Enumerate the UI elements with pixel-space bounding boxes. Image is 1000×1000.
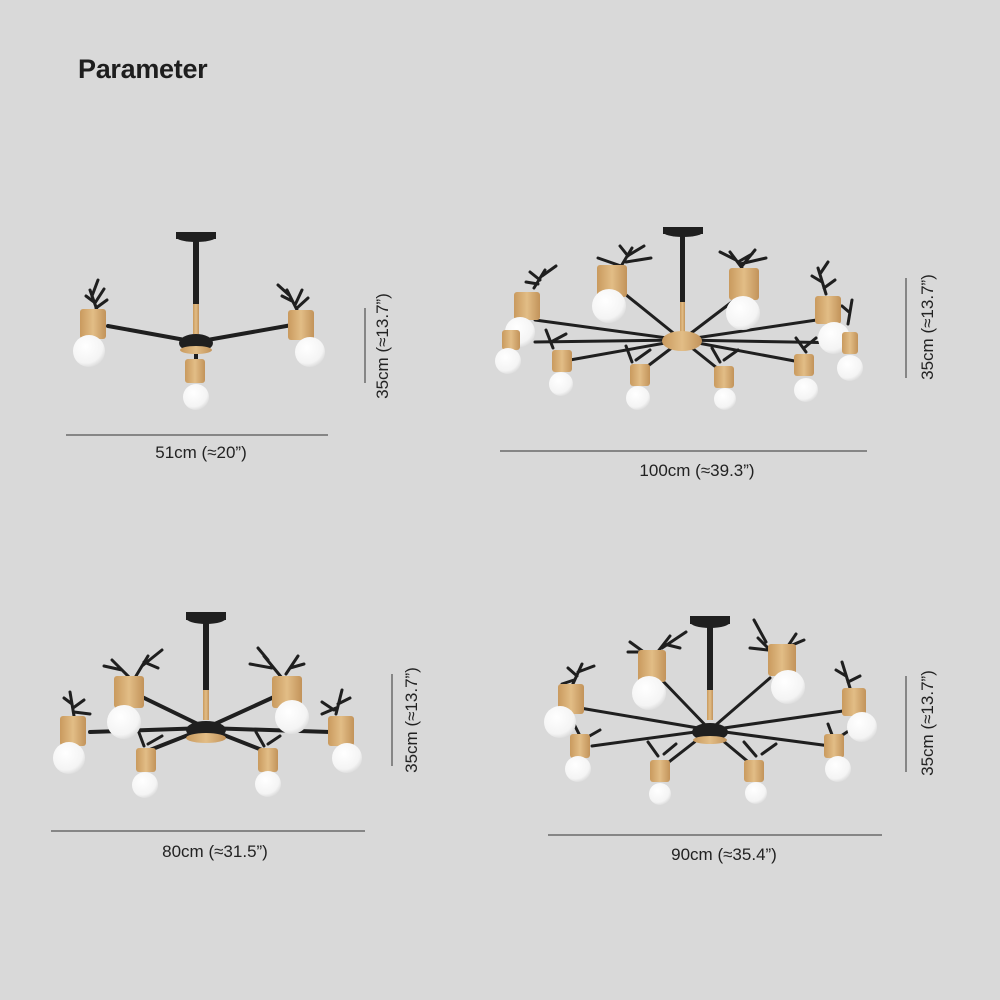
down-rod	[193, 238, 199, 304]
antlers	[62, 646, 352, 748]
lamp-right	[288, 310, 325, 367]
antler-left	[84, 278, 109, 312]
page-title: Parameter	[78, 54, 208, 84]
wood-rod-section	[203, 690, 209, 720]
antlers	[524, 244, 854, 364]
width-label-3: 80cm (≈31.5”)	[162, 842, 268, 861]
width-label-1: 51cm (≈20”)	[155, 443, 247, 462]
lamps	[544, 644, 877, 805]
dimension-lines	[51, 278, 907, 836]
down-rod	[680, 234, 685, 302]
width-label-4: 90cm (≈35.4”)	[671, 845, 777, 864]
center-hub	[662, 331, 702, 351]
arms	[578, 676, 852, 767]
down-rod	[203, 620, 209, 690]
height-label-4: 35cm (≈13.7”)	[918, 670, 937, 776]
lamp-center	[183, 359, 209, 410]
height-label-2: 35cm (≈13.7”)	[918, 274, 937, 380]
chandelier-6-light	[53, 612, 362, 798]
height-label-1: 35cm (≈13.7”)	[373, 293, 392, 399]
height-label-3: 35cm (≈13.7”)	[402, 667, 421, 773]
wood-rod-section	[680, 302, 685, 332]
wood-rod-section	[193, 304, 199, 334]
chandelier-12-light	[495, 227, 863, 410]
chandelier-3-light	[73, 232, 325, 410]
ceiling-canopy	[690, 616, 730, 628]
ceiling-canopy	[186, 612, 226, 624]
antler-right	[276, 283, 310, 312]
lamp-left	[73, 309, 106, 367]
width-label-2: 100cm (≈39.3”)	[639, 461, 755, 480]
lamps	[495, 265, 863, 410]
center-hub	[692, 723, 728, 741]
ceiling-canopy	[663, 227, 703, 237]
wood-rod-section	[707, 690, 713, 720]
ceiling-canopy	[176, 232, 216, 242]
lamps	[53, 676, 362, 798]
chandelier-10-light	[544, 616, 877, 805]
down-rod	[707, 624, 713, 690]
